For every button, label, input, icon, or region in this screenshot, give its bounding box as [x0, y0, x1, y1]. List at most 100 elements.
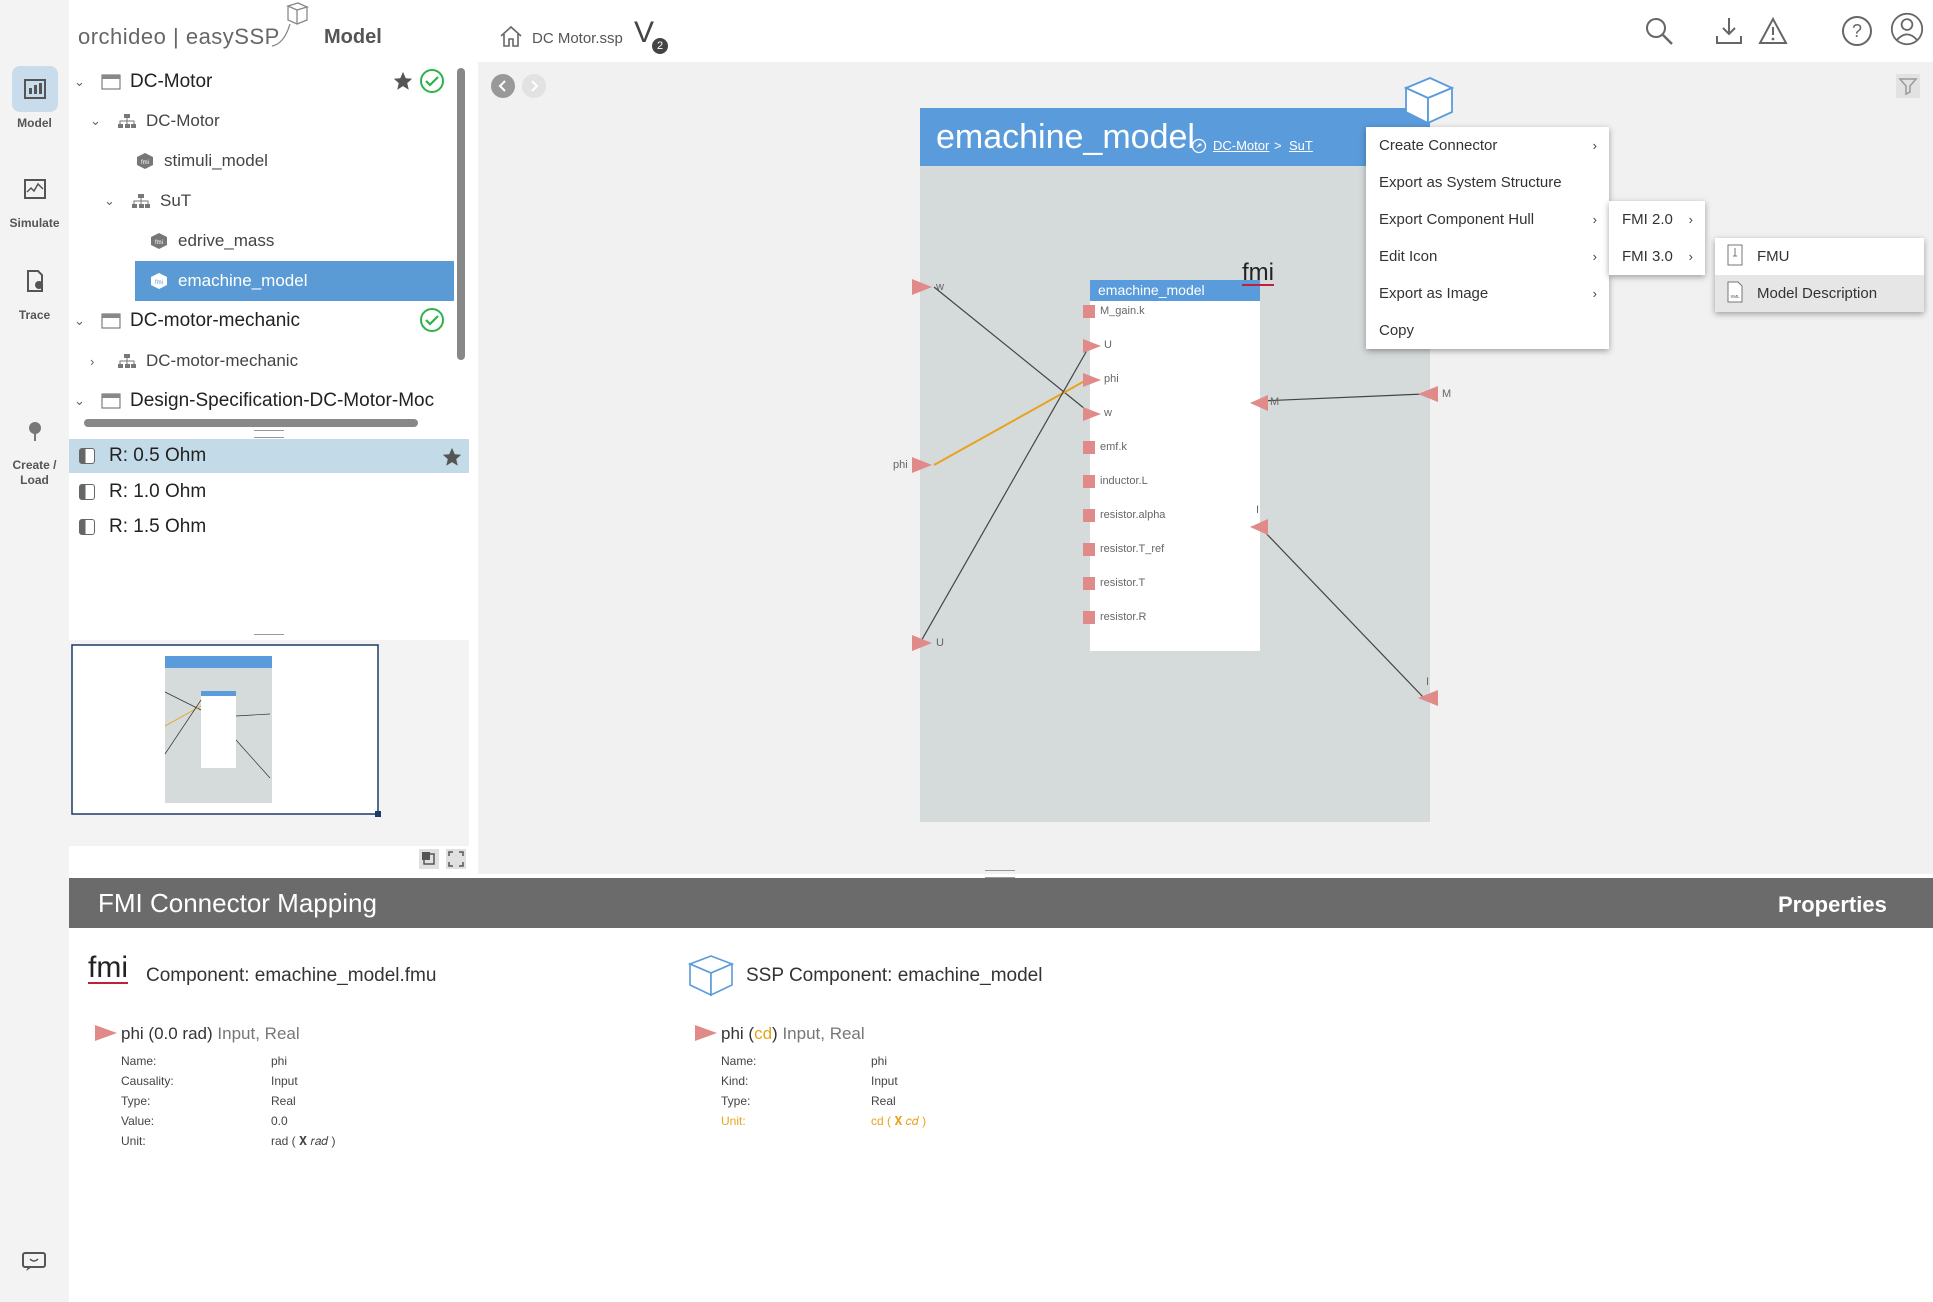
- rail-simulate-button[interactable]: Simulate: [0, 166, 69, 230]
- menu-item-copy[interactable]: Copy: [1366, 312, 1609, 349]
- menu-item-export-system-structure[interactable]: Export as System Structure: [1366, 164, 1609, 201]
- fullscreen-icon[interactable]: [446, 849, 466, 869]
- rail-model-button[interactable]: Model: [0, 66, 69, 130]
- prop-value: Real: [871, 1094, 896, 1108]
- output-port-arrow[interactable]: [1250, 395, 1268, 411]
- minimap[interactable]: [69, 640, 469, 846]
- rail-create-label: Create /: [12, 458, 57, 472]
- menu-item-export-component-hull[interactable]: Export Component Hull›: [1366, 201, 1609, 238]
- outer-port-label: U: [936, 637, 944, 649]
- version-letter: V: [634, 16, 655, 49]
- outer-port-label: w: [936, 281, 944, 293]
- breadcrumb-dc-motor[interactable]: DC-Motor: [1213, 138, 1270, 153]
- user-icon[interactable]: [1890, 12, 1924, 46]
- input-port-pin[interactable]: [1083, 577, 1095, 590]
- panel-resize-handle[interactable]: [985, 870, 1015, 878]
- menu-item-model-description[interactable]: XML Model Description: [1715, 275, 1924, 312]
- search-icon[interactable]: [1642, 14, 1676, 48]
- system-structure-icon: [116, 351, 138, 371]
- menu-item-create-connector[interactable]: Create Connector›: [1366, 127, 1609, 164]
- forward-button[interactable]: [522, 74, 546, 98]
- file-name: DC Motor.ssp: [532, 30, 623, 47]
- outer-input-port[interactable]: [912, 279, 932, 295]
- tree-item-dc-motor-ssp[interactable]: ⌄ DC-Motor: [74, 62, 454, 102]
- tree-item-dc-motor-mechanic-system[interactable]: › DC-motor-mechanic: [90, 341, 450, 381]
- valid-check-icon: [419, 307, 445, 338]
- tree-item-stimuli-model[interactable]: fmi stimuli_model: [126, 141, 446, 181]
- rail-trace-label: Trace: [18, 308, 51, 322]
- tree-item-dc-motor-mechanic-ssp[interactable]: ⌄ DC-motor-mechanic: [74, 301, 454, 341]
- prop-value: phi: [271, 1054, 288, 1068]
- rail-trace-button[interactable]: Trace: [0, 258, 69, 322]
- prop-value: phi: [871, 1054, 888, 1068]
- menu-item-label: Create Connector: [1379, 137, 1498, 154]
- tree-item-emachine-model[interactable]: fmi emachine_model: [135, 261, 454, 301]
- star-icon[interactable]: [441, 446, 463, 473]
- chevron-down-icon[interactable]: ⌄: [90, 113, 101, 128]
- prop-value: Real: [271, 1094, 296, 1108]
- chevron-right-icon: ›: [1688, 249, 1693, 264]
- input-port-pin[interactable]: [1083, 543, 1095, 556]
- back-button[interactable]: [491, 74, 515, 98]
- rail-create-load-button[interactable]: Create / Load: [0, 408, 69, 488]
- tree-item-sut[interactable]: ⌄ SuT: [104, 181, 444, 221]
- chevron-down-icon[interactable]: ⌄: [74, 74, 85, 89]
- menu-item-fmi-3[interactable]: FMI 3.0›: [1609, 238, 1705, 275]
- fmu-signal-title[interactable]: phi (0.0 rad) Input, Real: [121, 1024, 300, 1044]
- input-port-pin[interactable]: [1083, 611, 1095, 624]
- fit-view-icon[interactable]: [419, 849, 439, 869]
- outer-input-port[interactable]: [912, 635, 932, 651]
- input-port-arrow[interactable]: [1083, 339, 1101, 353]
- prop-value: rad ( 𝐗 𝑟𝑎𝑑 ): [271, 1134, 336, 1148]
- ssp-signal-unit: cd: [754, 1024, 773, 1043]
- version-badge[interactable]: 2: [652, 38, 668, 54]
- menu-item-export-as-image[interactable]: Export as Image›: [1366, 275, 1609, 312]
- properties-tab[interactable]: Properties: [1778, 892, 1887, 917]
- mode-title: Model: [324, 26, 382, 48]
- menu-item-label: Export as System Structure: [1379, 174, 1562, 191]
- tree-item-dc-motor-system[interactable]: ⌄ DC-Motor: [90, 101, 450, 141]
- variant-item-r-1-5[interactable]: R: 1.5 Ohm: [69, 510, 469, 544]
- tree-item-design-specification[interactable]: ⌄ Design-Specification-DC-Motor-Moc: [74, 381, 452, 421]
- input-port-pin[interactable]: [1083, 441, 1095, 454]
- chevron-down-icon[interactable]: ⌄: [104, 193, 115, 208]
- tree-item-edrive-mass[interactable]: fmi edrive_mass: [140, 221, 440, 261]
- download-icon[interactable]: [1712, 14, 1746, 48]
- output-port-arrow[interactable]: [1250, 519, 1268, 535]
- outer-input-port[interactable]: [912, 457, 932, 473]
- breadcrumb-sut[interactable]: SuT: [1289, 138, 1313, 153]
- tree-horizontal-scrollbar[interactable]: [84, 419, 418, 427]
- input-port-pin[interactable]: [1083, 305, 1095, 318]
- menu-item-fmi-2[interactable]: FMI 2.0›: [1609, 201, 1705, 238]
- outer-output-port[interactable]: [1418, 386, 1438, 402]
- chevron-down-icon[interactable]: ⌄: [74, 393, 85, 408]
- trace-icon: [12, 258, 58, 304]
- variant-item-r-1-0[interactable]: R: 1.0 Ohm: [69, 475, 469, 509]
- menu-item-edit-icon[interactable]: Edit Icon›: [1366, 238, 1609, 275]
- input-port-pin[interactable]: [1083, 475, 1095, 488]
- tree-vertical-scrollbar[interactable]: [457, 68, 465, 360]
- variant-item-r-0-5[interactable]: R: 0.5 Ohm: [69, 439, 469, 473]
- variant-icon: [79, 448, 95, 464]
- input-port-label: resistor.T_ref: [1100, 543, 1165, 555]
- chevron-right-icon[interactable]: ›: [90, 353, 95, 369]
- input-port-arrow[interactable]: [1083, 373, 1101, 387]
- input-port-pin[interactable]: [1083, 509, 1095, 522]
- help-icon[interactable]: ?: [1840, 14, 1874, 48]
- feedback-icon[interactable]: [22, 1252, 46, 1277]
- tree-resize-handle[interactable]: [254, 430, 284, 438]
- fmu-signal-meta: Input, Real: [217, 1024, 300, 1043]
- input-port-arrow[interactable]: [1083, 407, 1101, 421]
- left-rail: Model Simulate Trace Create / Load: [0, 0, 69, 1302]
- menu-item-fmu[interactable]: FMU: [1715, 238, 1924, 275]
- inner-component-block[interactable]: [1090, 280, 1260, 651]
- ssp-signal-title[interactable]: phi (cd) Input, Real: [721, 1024, 865, 1043]
- variant-label: R: 0.5 Ohm: [109, 445, 207, 466]
- chevron-down-icon[interactable]: ⌄: [74, 313, 85, 328]
- prop-value: Input: [271, 1074, 298, 1088]
- warning-icon[interactable]: [1756, 14, 1790, 48]
- filter-icon[interactable]: [1896, 74, 1920, 98]
- outer-output-port[interactable]: [1418, 690, 1438, 706]
- star-icon[interactable]: [392, 70, 414, 97]
- home-icon[interactable]: [498, 24, 524, 53]
